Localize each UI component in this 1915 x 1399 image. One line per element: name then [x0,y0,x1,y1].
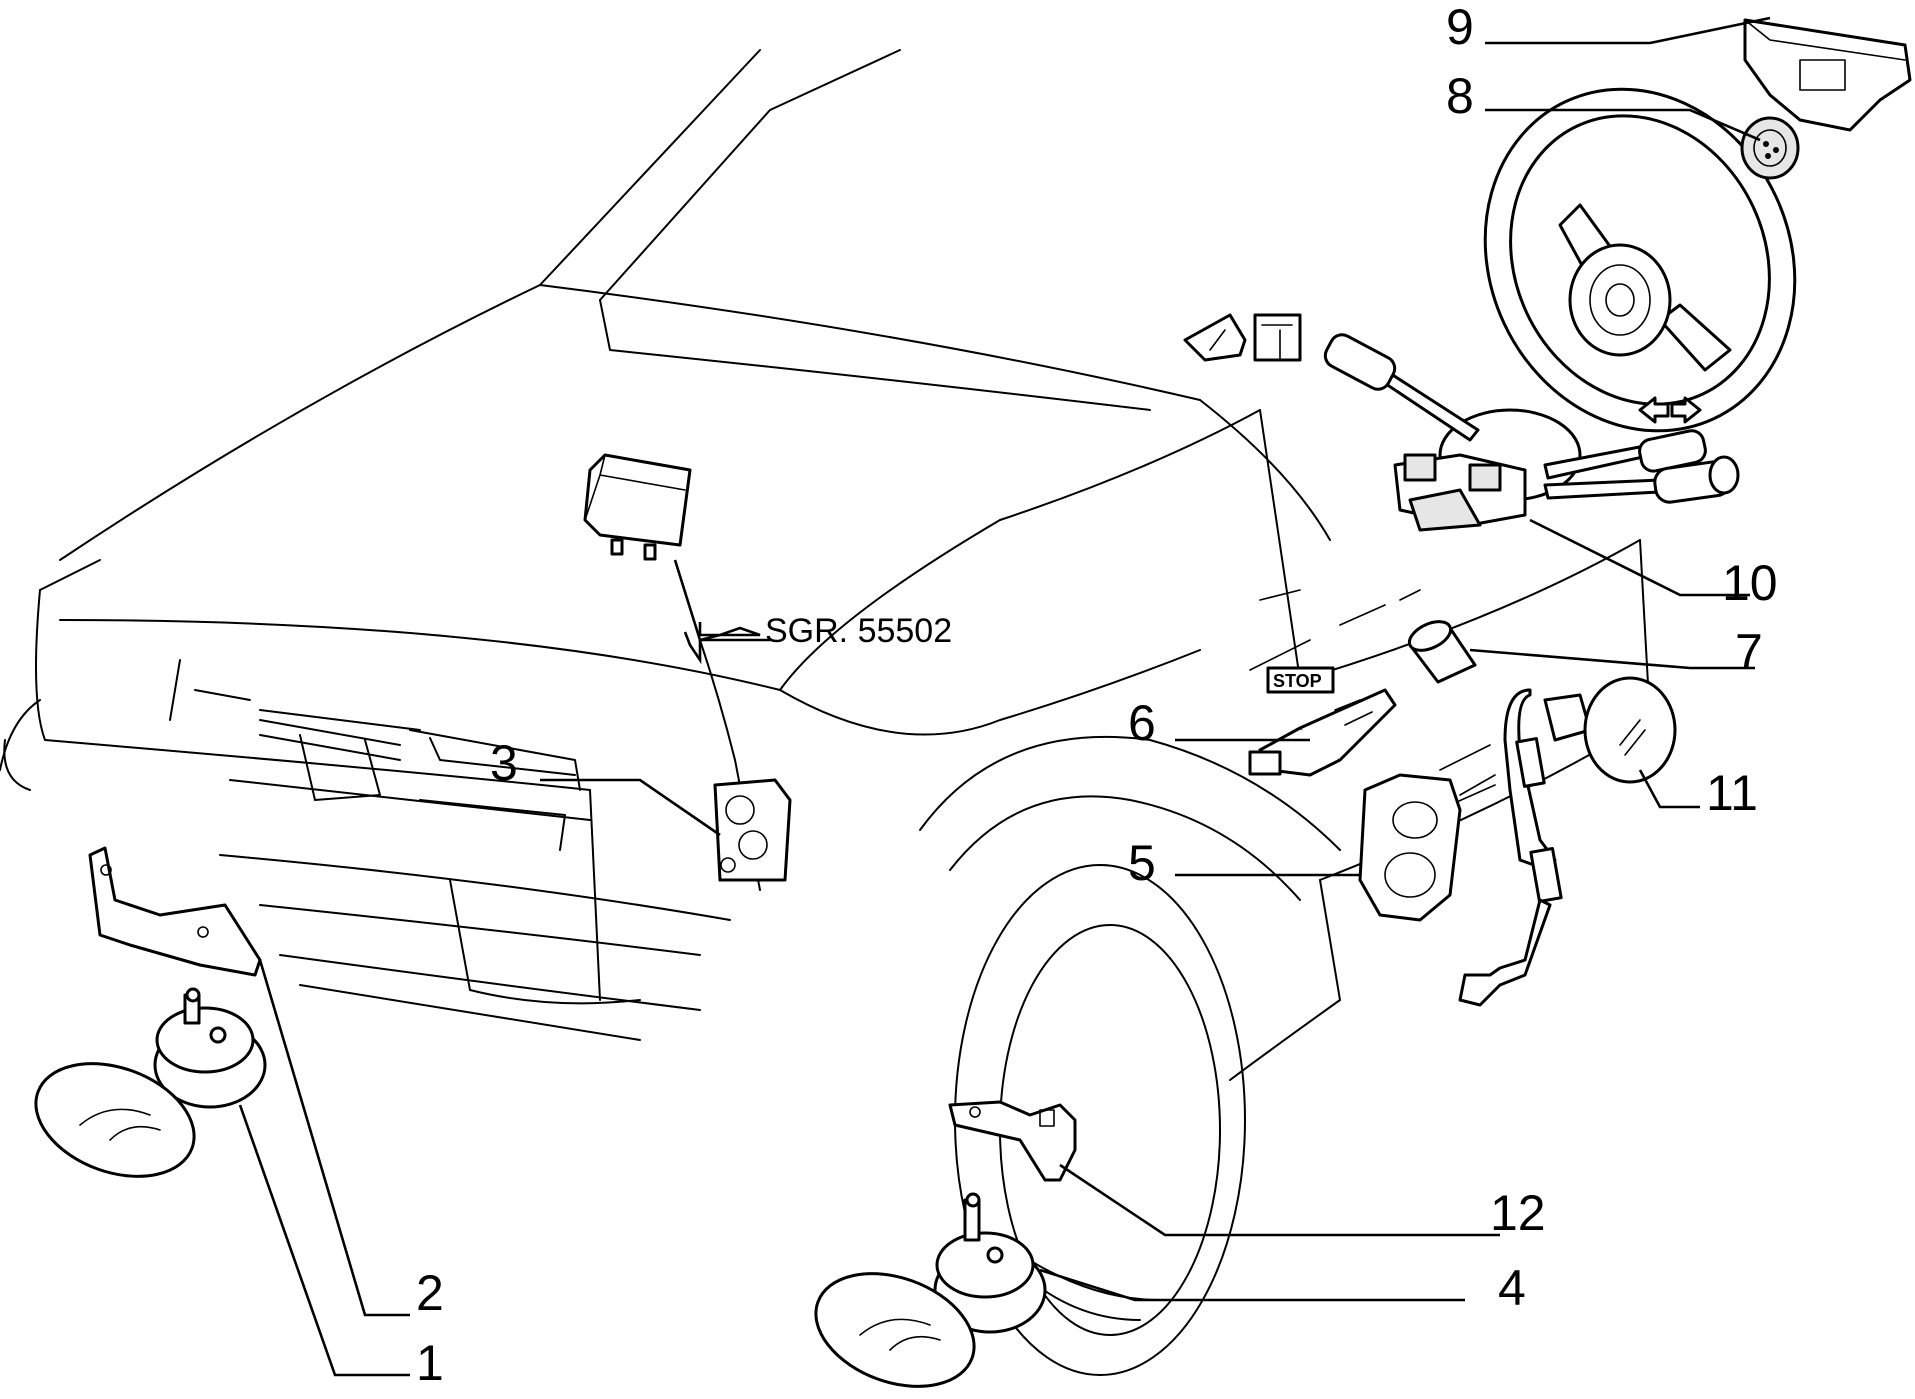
stop-light-switch [1248,666,1397,777]
callout-labels: 9 8 10 7 11 6 5 3 12 4 2 1 SGR. 55502 ST… [416,0,1778,1391]
leader-lines [238,16,1771,1377]
callout-7: 7 [1735,624,1763,680]
stop-label: STOP [1273,671,1322,691]
callout-2: 2 [416,1265,444,1321]
callout-4: 4 [1498,1260,1526,1316]
switch-cap [1407,620,1477,684]
callout-1: 1 [416,1335,444,1391]
horn-bracket-left [88,846,262,977]
callout-9: 9 [1446,0,1474,55]
relay-unit [583,453,692,561]
horn-pad-cover [1743,18,1912,132]
reference-label: SGR. 55502 [765,612,952,650]
horn-button [1740,116,1800,180]
grommet-5 [1358,773,1462,922]
horn-right [814,1192,1047,1388]
callout-12: 12 [1490,1185,1546,1241]
steering-column-switch [1183,313,1740,532]
callout-6: 6 [1128,695,1156,751]
rear-fog-switch [1458,676,1677,1007]
horn-bracket-right [948,1100,1077,1182]
steering-wheel [1483,87,1797,433]
horn-left [34,987,267,1178]
callout-10: 10 [1722,555,1778,611]
callout-3: 3 [490,735,518,791]
car-body-outline [0,49,1651,1376]
callout-5: 5 [1128,835,1156,891]
grommet-3 [713,778,792,882]
callout-8: 8 [1446,68,1474,124]
callout-11: 11 [1706,765,1758,821]
